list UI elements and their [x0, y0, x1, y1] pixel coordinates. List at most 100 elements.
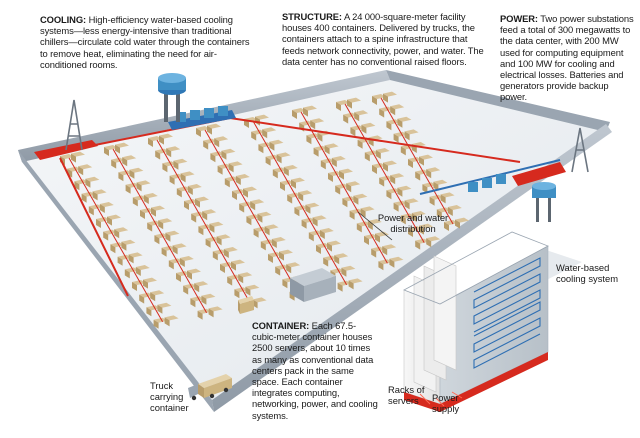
container-top [104, 145, 118, 150]
container-top [411, 211, 426, 216]
container-side [195, 198, 200, 208]
container-side [107, 216, 112, 226]
label-power-supply: Power supply [432, 392, 482, 414]
facility-wall-right [386, 70, 610, 132]
container-side [346, 183, 352, 193]
container-side [310, 120, 316, 130]
container-side [88, 206, 94, 216]
container-side [253, 228, 259, 238]
container-top [227, 274, 242, 280]
container-top [299, 120, 314, 126]
container-side [184, 201, 189, 210]
container-side [161, 247, 167, 257]
container-side [202, 211, 208, 221]
container-top [85, 176, 100, 182]
container-top [264, 224, 279, 230]
container-top [378, 259, 393, 265]
container-side [386, 190, 392, 200]
container-side [147, 222, 153, 232]
container-top [252, 297, 267, 303]
container-top [148, 136, 162, 141]
container-side [347, 99, 352, 109]
container-top [364, 234, 378, 239]
container-top [187, 184, 202, 189]
container-side [301, 219, 307, 229]
label-truck-line3: container [150, 402, 189, 413]
container-top [356, 221, 371, 227]
facility-wall-front-left [18, 150, 214, 412]
container-side [422, 184, 428, 194]
container-side [176, 188, 182, 198]
container-side [336, 102, 341, 111]
row-power-pipe [68, 157, 164, 323]
container-top [201, 293, 216, 299]
container-side [415, 240, 421, 250]
container-side [260, 241, 266, 251]
container-side [308, 232, 314, 242]
container-top [161, 245, 176, 251]
container-side [132, 282, 137, 291]
container-side [444, 222, 449, 231]
container-top [283, 165, 298, 170]
container-side [207, 125, 212, 135]
container-top [390, 173, 405, 179]
container-side [197, 310, 203, 320]
water-spine-pipe [419, 159, 561, 195]
row-power-pipe [300, 111, 388, 264]
container-top [265, 154, 280, 160]
container-top [81, 191, 96, 197]
container-side [294, 207, 300, 217]
container-top [343, 112, 358, 118]
container-side [148, 138, 153, 147]
container-side [117, 256, 123, 266]
container-top [88, 204, 103, 210]
container-top [386, 119, 401, 125]
container-side [132, 197, 138, 207]
container-side [146, 307, 152, 317]
container-side [179, 258, 185, 267]
container-top [348, 278, 363, 284]
container-top [224, 176, 239, 182]
container-side [331, 158, 337, 167]
container-top [246, 214, 261, 220]
container-top [415, 238, 430, 244]
container-side [103, 231, 109, 241]
container-side [324, 145, 330, 155]
facility-wall-front-right [212, 124, 612, 412]
container-side [115, 144, 120, 154]
structure-callout: STRUCTURE: A 24 000-square-meter facilit… [282, 11, 492, 67]
label-truck: Truck carrying container [150, 380, 206, 413]
container-side [151, 207, 156, 217]
container-side [390, 175, 396, 185]
container-side [342, 198, 348, 208]
container-top [393, 131, 408, 137]
container-top [447, 205, 462, 210]
container-top [371, 246, 386, 252]
container-side [404, 200, 410, 210]
container-side [361, 124, 367, 134]
container-top [364, 150, 379, 156]
container-side [198, 226, 204, 236]
container-top [276, 152, 291, 158]
container-top [354, 110, 369, 116]
container-side [201, 295, 207, 305]
container-side [426, 238, 432, 248]
container-side [78, 166, 84, 176]
container-top [78, 164, 93, 170]
container-side [372, 165, 377, 174]
container-top [286, 262, 301, 268]
container-side [269, 141, 275, 151]
container-top [349, 208, 364, 214]
container-top [216, 234, 231, 240]
control-building [290, 268, 336, 302]
container-side [121, 241, 127, 251]
container-side [245, 286, 251, 296]
container-top [350, 125, 365, 131]
structure-heading: STRUCTURE: [282, 11, 342, 22]
container-top [157, 302, 172, 308]
container-side [327, 242, 332, 252]
container-side [187, 270, 192, 280]
container-side [187, 186, 193, 195]
container-top [169, 173, 184, 179]
